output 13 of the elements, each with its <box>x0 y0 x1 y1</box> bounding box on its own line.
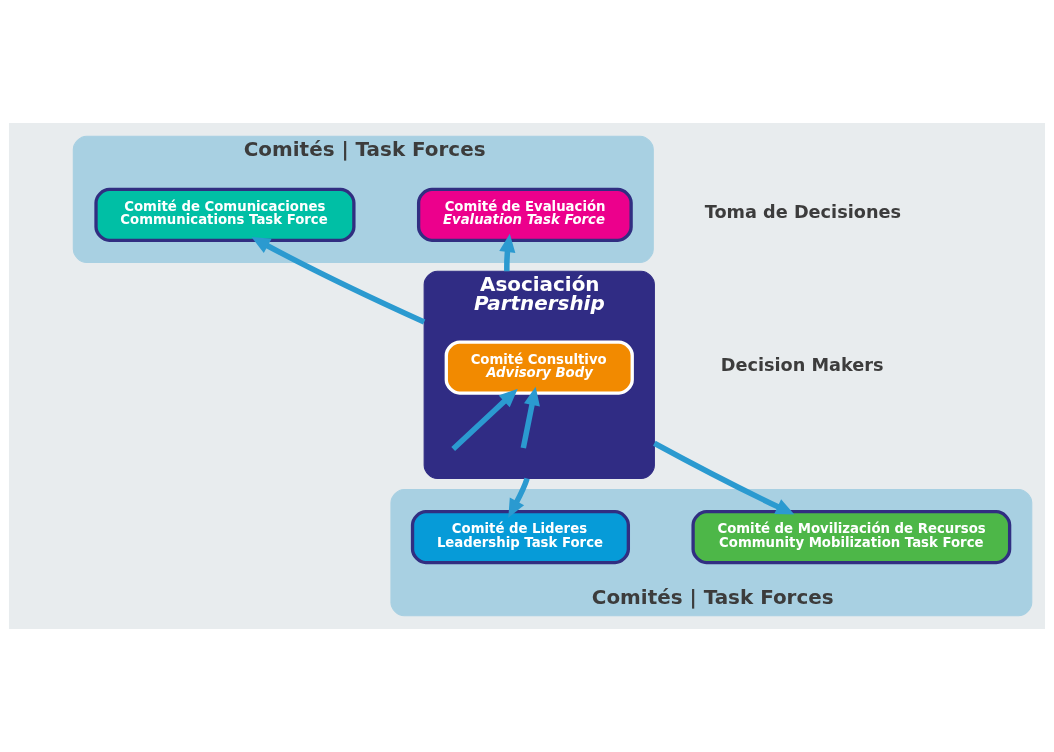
node-box: Comité de Lideres Leadership Task Force <box>410 510 630 565</box>
arrow <box>520 386 540 449</box>
arrow <box>251 237 426 325</box>
node-box: Comité Consultivo Advisory Body <box>444 340 634 395</box>
node-box: Comité de Movilización de Recursos Community Mobilization Task Force <box>691 510 1012 565</box>
label: Toma de Decisiones <box>704 201 902 222</box>
node-box: Comité de Comunicaciones Communications Task Force <box>94 187 356 242</box>
arrow <box>451 388 518 451</box>
arrow <box>499 233 516 272</box>
arrow <box>653 440 795 515</box>
arrow <box>508 477 530 518</box>
node-box: Comité de Evaluación Evaluation Task Force <box>416 187 633 242</box>
label: Decision Makers <box>720 354 884 375</box>
